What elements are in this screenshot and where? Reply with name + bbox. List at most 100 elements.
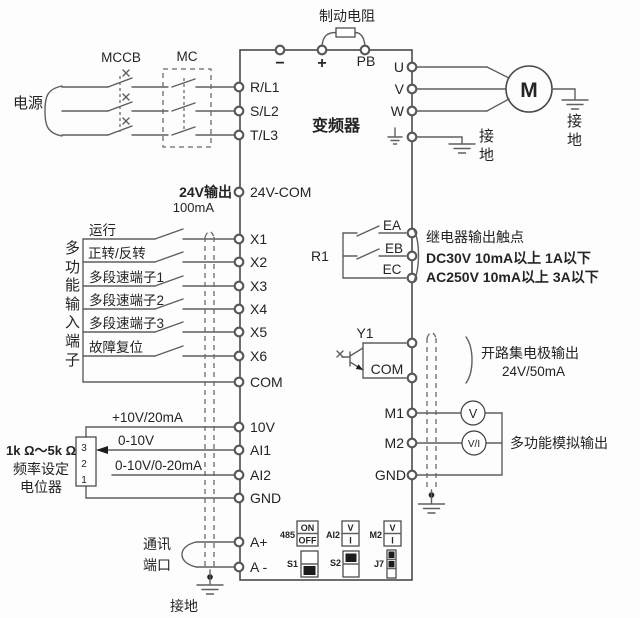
terminal-ai1 (233, 444, 245, 456)
terminal-rl1-label: R/L1 (250, 79, 280, 95)
digital-input-circuit: 运行 正转/反转 多段速端子1 多段速端子2 多段速端子3 故障复位 X1 X2… (82, 223, 283, 390)
left-cable-shield: 接地 (170, 230, 224, 614)
j7-label: J7 (374, 559, 384, 569)
comm-label-line2: 端口 (143, 557, 171, 573)
func-speed1-label: 多段速端子1 (89, 269, 164, 285)
rs485-on-label: ON (301, 523, 315, 533)
terminal-plus-label: + (317, 55, 326, 72)
m2-v-label: V (389, 523, 395, 533)
terminal-sl2 (233, 105, 245, 117)
terminal-gnd (233, 492, 245, 504)
func-speed2-label: 多段速端子2 (89, 292, 164, 308)
terminal-ea-label: EA (383, 218, 401, 233)
terminal-x4-label: X4 (250, 301, 267, 317)
vi-meter-label: V/I (468, 439, 480, 450)
terminal-m2 (406, 437, 418, 449)
relay-brace (413, 229, 420, 282)
analog-output-circuit: V V/I M1 M2 GND 多功能模拟输出 (375, 400, 608, 483)
mc-label: MC (177, 49, 198, 64)
inverter-ground-label: 接地 (478, 128, 494, 164)
ground-symbol (196, 584, 224, 595)
m2-i-label: I (391, 536, 394, 546)
terminal-m2-label: M2 (385, 435, 405, 451)
func-fwd-rev-label: 正转/反转 (88, 246, 146, 261)
terminal-w (406, 105, 418, 117)
terminal-eb-label: EB (385, 241, 403, 256)
brake-resistor-circuit: 制动电阻 (319, 8, 375, 47)
terminal-m1 (406, 407, 418, 419)
terminal-24v-com-label: 24V-COM (250, 184, 311, 200)
func-fault-reset-label: 故障复位 (89, 339, 143, 355)
power-bracket (44, 85, 63, 137)
pot-value-label: 1k Ω～5k Ω (6, 443, 76, 458)
terminal-pe (406, 131, 418, 143)
terminal-u-label: U (394, 59, 404, 75)
terminal-pb (359, 44, 371, 56)
dc-bus-terminals: − + PB (274, 44, 376, 72)
terminal-oc-com-label: COM (371, 361, 404, 377)
terminal-y1 (406, 337, 418, 349)
terminal-10v (233, 421, 245, 433)
terminal-x6-label: X6 (250, 348, 267, 364)
power-source-label: 电源 (13, 95, 43, 112)
rs485-off-label: OFF (299, 536, 317, 546)
brake-resistor-symbol (335, 27, 356, 38)
signal-ai1-label: 0-10V (118, 433, 154, 448)
terminal-x5 (233, 326, 245, 338)
pot-pin-3: 3 (81, 443, 87, 454)
analog-input-circuit: 3 2 1 +10V/20mA 0-10V 0-10V/0-20mA 1k Ω～… (6, 410, 281, 506)
terminal-x3 (233, 280, 245, 292)
pot-name-line2: 电位器 (20, 479, 62, 495)
wiper-arrow (96, 446, 108, 454)
analog-out-desc: 多功能模拟输出 (510, 435, 608, 451)
ground-symbol (561, 99, 589, 110)
terminal-ai2-label: AI2 (250, 467, 271, 483)
terminal-sl2-label: S/L2 (250, 103, 279, 119)
terminal-rl1 (233, 81, 245, 93)
pot-pin-2: 2 (81, 459, 87, 470)
terminal-tl3-label: T/L3 (250, 127, 278, 143)
dip-switch-block: 485 ON OFF AI2 V I M2 V I S1 S2 J7 (280, 520, 402, 579)
terminal-ec-label: EC (383, 262, 402, 277)
terminal-x5-label: X5 (250, 324, 267, 340)
terminal-tl3 (233, 129, 245, 141)
m2-switch-label: M2 (369, 530, 382, 540)
right-cable-shield (417, 331, 446, 514)
terminal-pb-label: PB (357, 53, 376, 69)
terminal-x4 (233, 303, 245, 315)
comm-ground-label: 接地 (170, 598, 198, 614)
phase-wire (61, 117, 236, 136)
rs485-label: 485 (280, 530, 295, 540)
pot-name-line1: 频率设定 (13, 461, 69, 477)
ai2-i-label: I (349, 536, 352, 546)
terminal-10v-label: 10V (250, 419, 276, 435)
terminal-x3-label: X3 (250, 278, 267, 294)
open-collector-circuit: Y1 COM 开路集电极输出 24V/50mA (336, 325, 579, 384)
terminal-eb (406, 250, 418, 262)
terminal-x2-label: X2 (250, 254, 267, 270)
terminal-x1 (233, 233, 245, 245)
digital-group-label: 多功能输入端子 (64, 240, 80, 369)
pot-pin-1: 1 (81, 475, 87, 486)
terminal-minus-label: − (275, 55, 284, 72)
terminal-agnd-label: GND (375, 467, 406, 483)
terminal-a-plus (233, 536, 245, 548)
terminal-v (406, 83, 418, 95)
relay-name: R1 (311, 248, 329, 264)
terminal-minus (274, 44, 286, 56)
s2-label: S2 (330, 558, 341, 568)
terminal-com-label: COM (250, 374, 283, 390)
terminal-24v-com (233, 186, 245, 198)
comm-port-circuit: A+ A - 通讯 端口 (143, 534, 268, 575)
power-input-circuit: 电源 MCCB MC (13, 49, 236, 148)
ai2-v-label: V (347, 523, 353, 533)
func-run-label: 运行 (89, 223, 116, 238)
comm-label-line1: 通讯 (143, 536, 171, 552)
mains-terminals: R/L1 S/L2 T/L3 (233, 79, 280, 143)
terminal-agnd (406, 469, 418, 481)
pe-terminal-icon (387, 127, 403, 145)
vi-meter-symbol (461, 430, 487, 456)
terminal-y1-label: Y1 (356, 325, 373, 341)
cable-loop (181, 541, 197, 568)
terminal-a-minus (233, 561, 245, 573)
